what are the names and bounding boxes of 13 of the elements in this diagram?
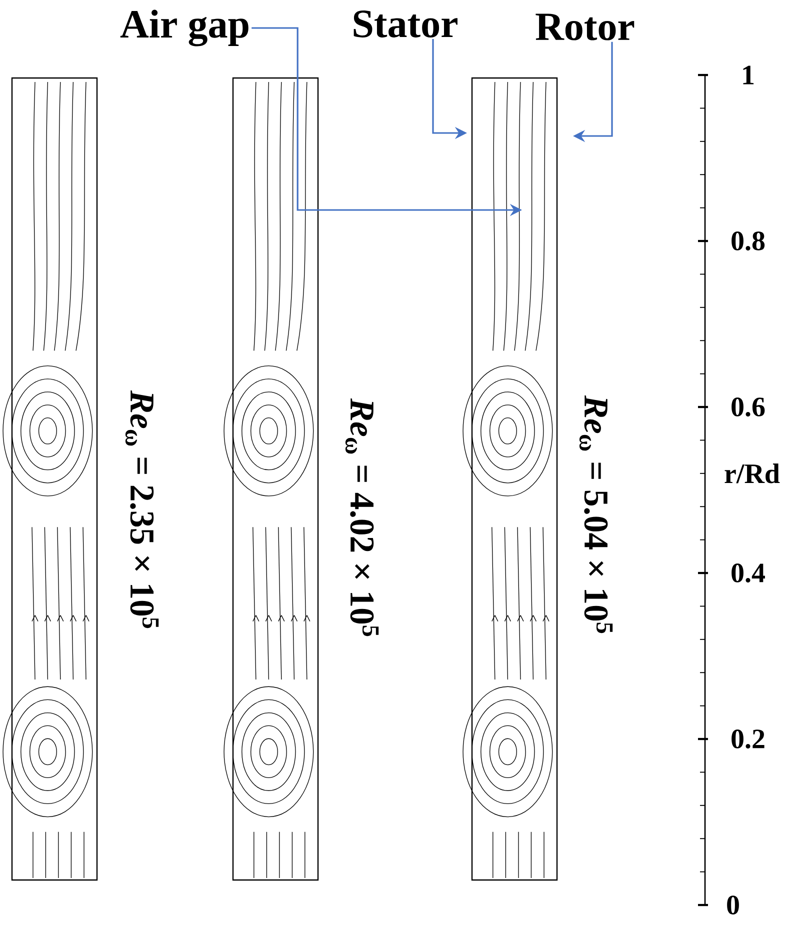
callout-text: Stator bbox=[354, 10, 458, 38]
rotated-label: Re$_{ω}$ = 5.04 × 10$^{5}$ bbox=[579, 395, 613, 634]
rotated-label: Re$_{ω}$ = 4.02 × 10$^{5}$ bbox=[345, 398, 379, 636]
tick-label: 0 bbox=[727, 896, 739, 914]
tick-label: 0.2 bbox=[732, 730, 764, 749]
callout-text: Air gap bbox=[120, 10, 248, 46]
tick-label: 0.4 bbox=[732, 564, 765, 583]
tick-label: 0.8 bbox=[732, 232, 765, 251]
callout-text: Rotor bbox=[536, 14, 634, 40]
rotated-label: Re$_{ω}$ = 2.35 × 10$^{5}$ bbox=[125, 390, 159, 628]
tick-label: 0.6 bbox=[732, 398, 765, 417]
tick-label: r/Rd bbox=[724, 464, 780, 484]
tick-label: 1 bbox=[743, 66, 754, 84]
